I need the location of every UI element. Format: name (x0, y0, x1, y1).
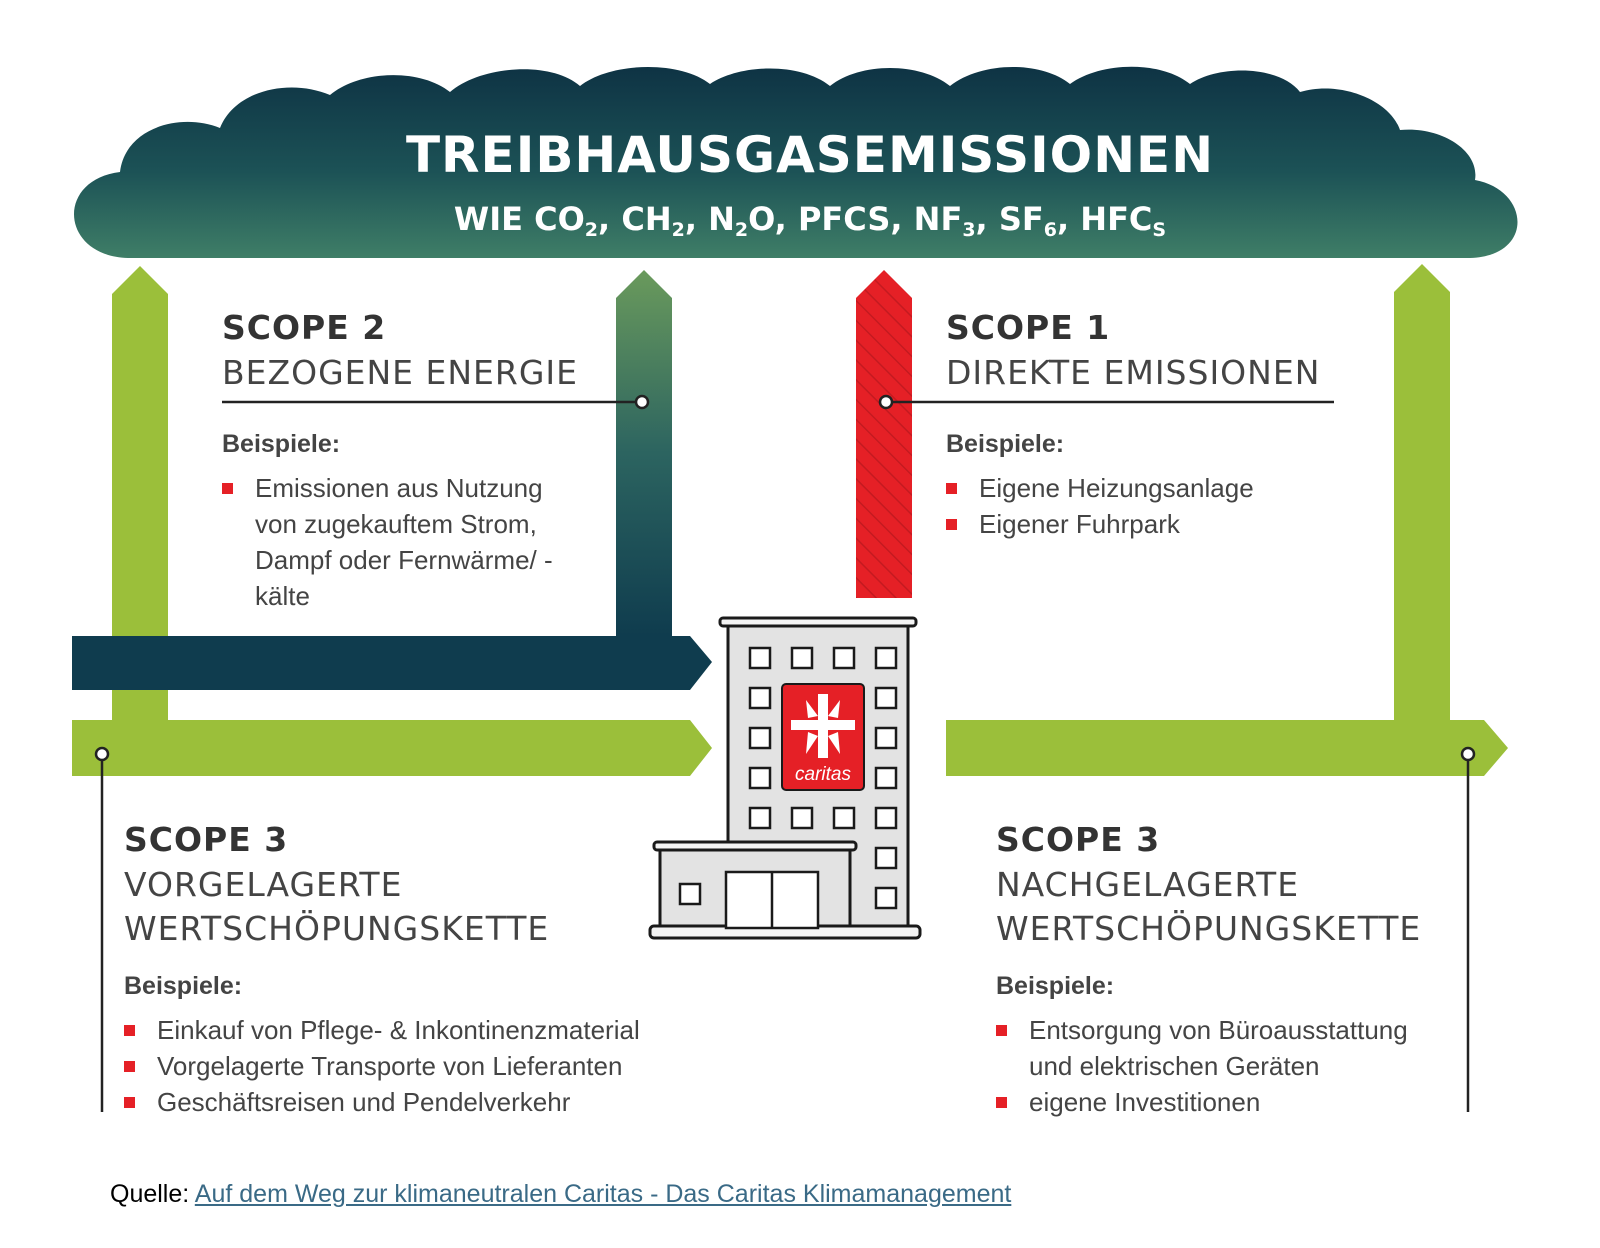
gas-formula-subscript: 6 (1043, 219, 1057, 241)
scope2-energy-arrow (72, 270, 712, 690)
list-item: eigene Investitionen (996, 1084, 1436, 1120)
gas-formula-subscript: 2 (734, 219, 749, 241)
scope2-examples-label: Beispiele: (222, 430, 341, 458)
scope3-downstream-examples: Entsorgung von Büroausstattung und elekt… (996, 1012, 1436, 1120)
scope3-upstream-examples: Einkauf von Pflege- & Inkontinenzmateria… (124, 1012, 704, 1120)
gas-formula-subscript: S (1152, 219, 1167, 241)
list-item: Emissionen aus Nutzung von zugekauftem S… (222, 470, 562, 614)
gas-formula-text: , N (684, 200, 735, 238)
scope2-title: BEZOGENE ENERGIE (222, 353, 578, 392)
caritas-building (648, 616, 922, 940)
scope3-downstream-title-1: NACHGELAGERTE (996, 865, 1300, 904)
gas-formula-text: O, PFCS, NF (748, 200, 963, 238)
gas-formula-text: , CH (598, 200, 672, 238)
connector-lines (94, 394, 1476, 1112)
scope3-upstream-examples-label: Beispiele: (124, 972, 243, 1000)
scope3-upstream-title-1: VORGELAGERTE (124, 865, 403, 904)
scope3-downstream-label: SCOPE 3 (996, 820, 1161, 859)
scope1-examples-label: Beispiele: (946, 430, 1065, 458)
gas-formula-text: , HFC (1056, 200, 1153, 238)
scope3-downstream-arrow (946, 264, 1508, 776)
list-item: Einkauf von Pflege- & Inkontinenzmateria… (124, 1012, 704, 1048)
gas-formula-subscript: 2 (584, 219, 599, 241)
caritas-logo (781, 683, 865, 791)
caritas-logo-text: caritas (795, 764, 851, 785)
source-prefix: Quelle: (110, 1180, 190, 1208)
gas-formula-text: , SF (975, 200, 1044, 238)
list-item: Entsorgung von Büroausstattung und elekt… (996, 1012, 1436, 1084)
list-item: Geschäftsreisen und Pendelverkehr (124, 1084, 704, 1120)
gas-list: WIE CO2, CH2, N2O, PFCS, NF3, SF6, HFCS (280, 200, 1340, 241)
cloud-title: TREIBHAUSGASEMISSIONEN (405, 126, 1215, 184)
gas-formula-subscript: 3 (962, 219, 976, 241)
scope3-downstream-title-2: WERTSCHÖPUNGSKETTE (996, 909, 1422, 948)
list-item: Eigene Heizungsanlage (946, 470, 1346, 506)
scope3-upstream-label: SCOPE 3 (124, 820, 289, 859)
source-line: Quelle: Auf dem Weg zur klimaneutralen C… (110, 1180, 1011, 1209)
list-item: Vorgelagerte Transporte von Lieferanten (124, 1048, 704, 1084)
emissions-cloud (74, 66, 1518, 258)
scope3-upstream-arrow (72, 266, 712, 776)
scope1-title: DIREKTE EMISSIONEN (946, 353, 1321, 392)
gas-formula-text: WIE CO (453, 200, 585, 238)
gas-formula-subscript: 2 (671, 219, 685, 241)
scope3-upstream-title-2: WERTSCHÖPUNGSKETTE (124, 909, 550, 948)
scope3-downstream-examples-label: Beispiele: (996, 972, 1115, 1000)
scope2-label: SCOPE 2 (222, 308, 387, 347)
scope1-examples: Eigene Heizungsanlage Eigener Fuhrpark (946, 470, 1346, 542)
scope1-direct-arrow (856, 270, 912, 598)
scope1-label: SCOPE 1 (946, 308, 1111, 347)
list-item: Eigener Fuhrpark (946, 506, 1346, 542)
scope2-examples: Emissionen aus Nutzung von zugekauftem S… (222, 470, 562, 614)
source-link[interactable]: Auf dem Weg zur klimaneutralen Caritas -… (194, 1180, 1012, 1208)
